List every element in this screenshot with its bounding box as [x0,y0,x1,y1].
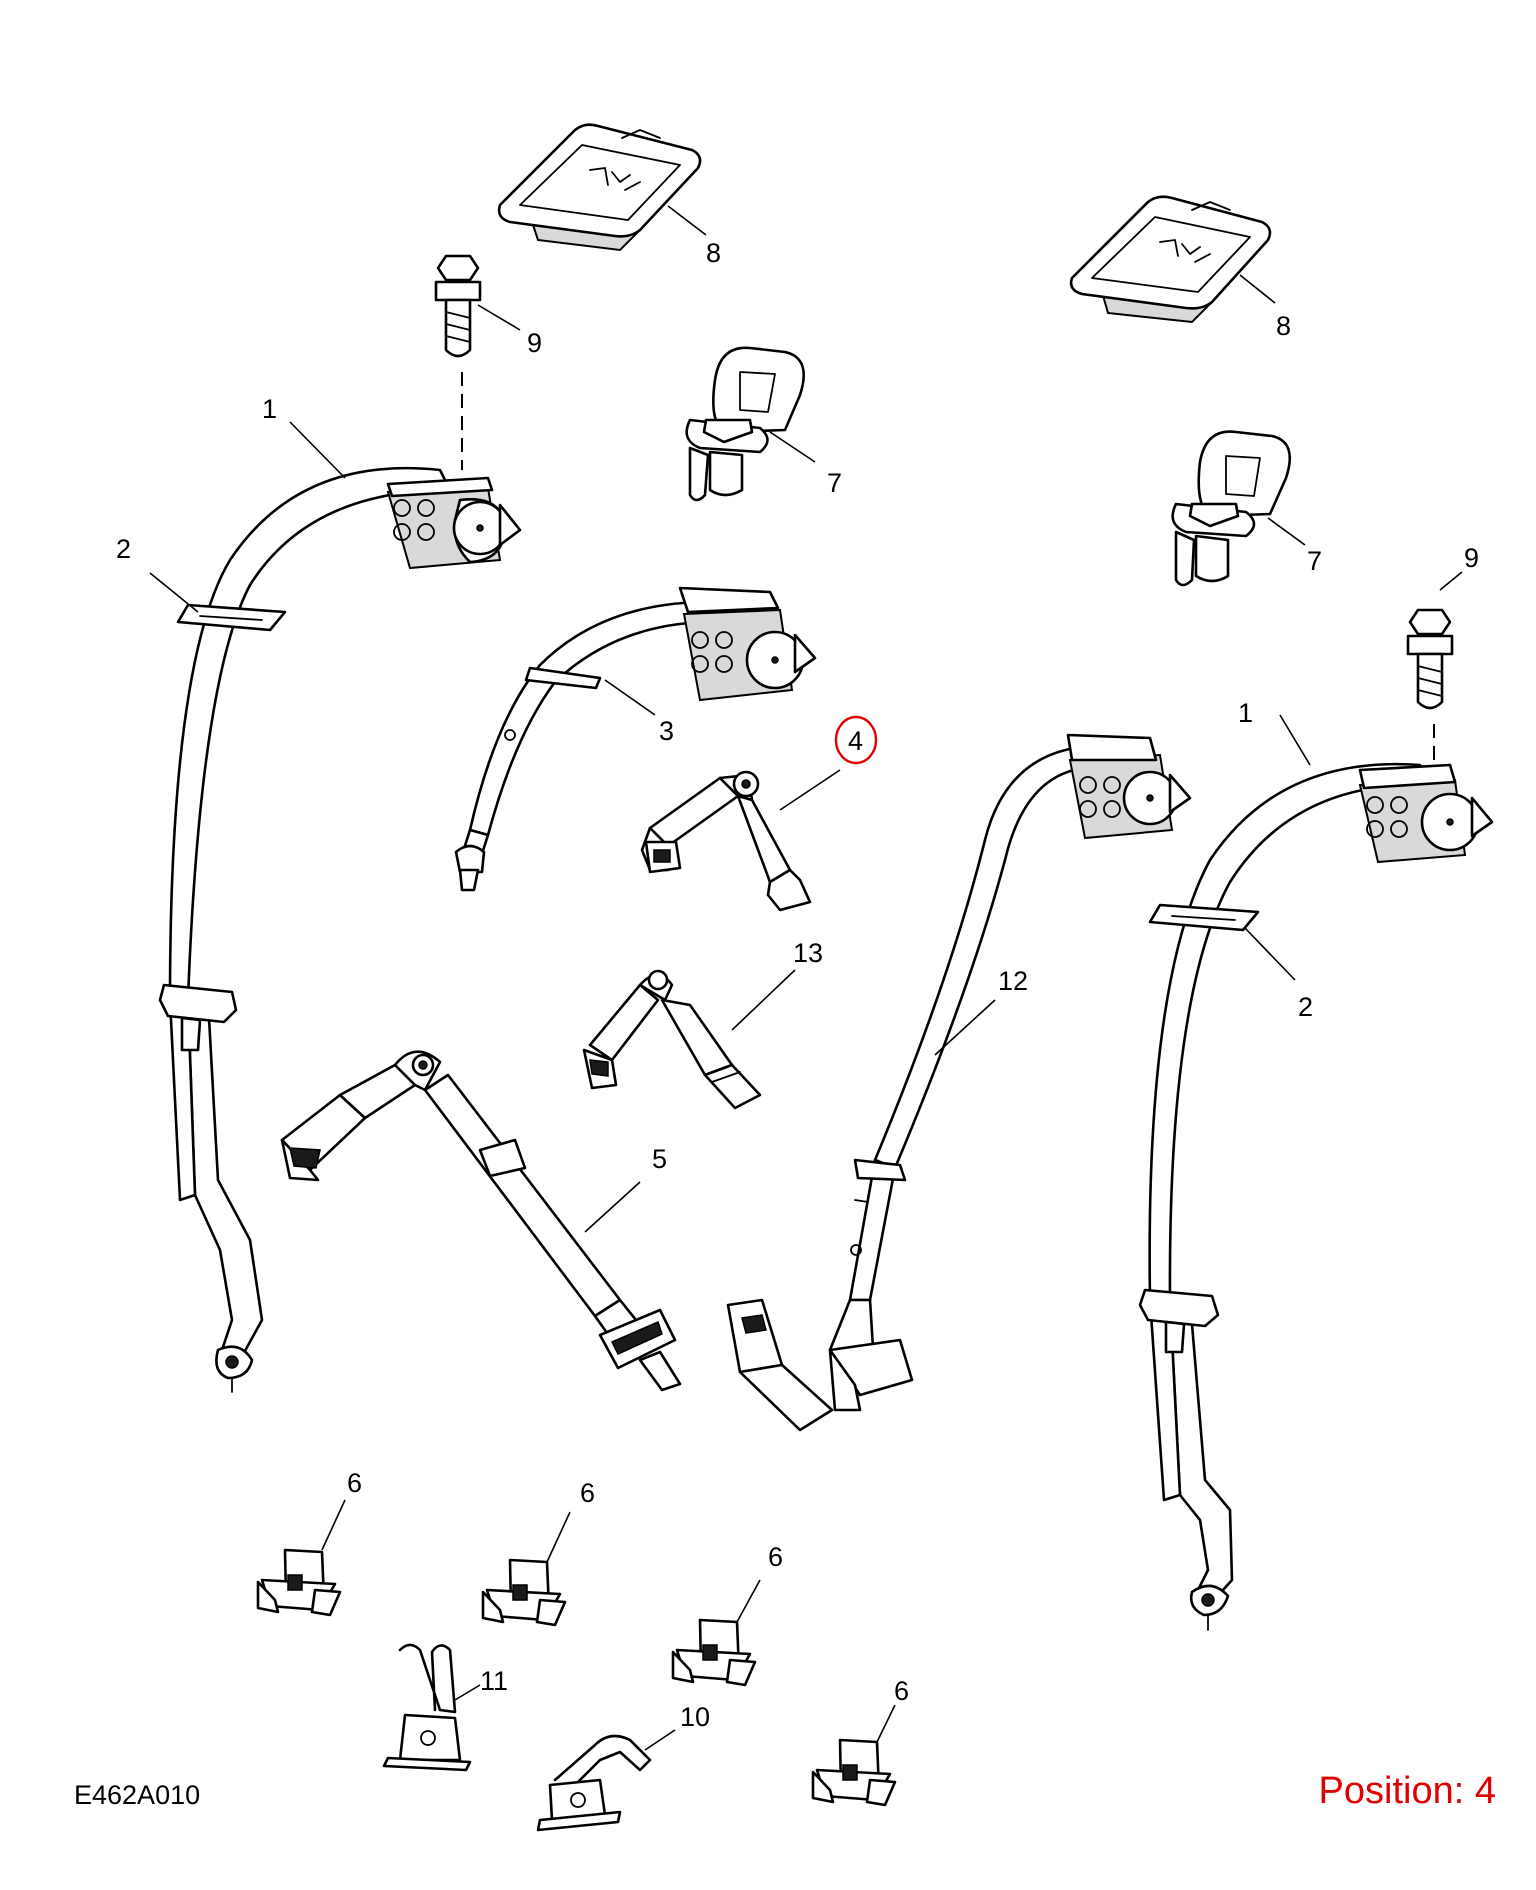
callout-7-left[interactable]: 7 [827,468,842,498]
part-10-bracket-clip[interactable] [536,1734,652,1832]
leader-lines [149,205,1463,1751]
part-5-centre-belt-tongue[interactable] [280,1050,682,1392]
part-1-seat-belt-left[interactable] [158,466,522,1393]
part-7-belt-guide-right[interactable] [1171,430,1291,587]
callout-1-right[interactable]: 1 [1238,698,1253,728]
part-6-nut-cage-b[interactable] [481,1558,567,1627]
part-6-nut-cage-a[interactable] [256,1548,342,1617]
callout-8-left[interactable]: 8 [706,238,721,268]
callout-13[interactable]: 13 [793,938,823,968]
callout-11[interactable]: 11 [480,1666,508,1696]
callout-6-b[interactable]: 6 [580,1478,595,1508]
part-6-nut-cage-d[interactable] [811,1738,897,1807]
callout-6-c[interactable]: 6 [768,1542,783,1572]
callout-8-right[interactable]: 8 [1276,311,1291,341]
part-6-nut-cage-c[interactable] [671,1618,757,1687]
part-8-trim-cover-right[interactable] [1069,195,1272,324]
position-indicator: Position: 4 [1318,1770,1496,1812]
part-2-belt-clip-left[interactable] [176,603,287,632]
part-13-centre-buckle[interactable] [582,969,762,1110]
part-2-belt-clip-right[interactable] [1148,903,1260,932]
part-7-belt-guide-left[interactable] [685,346,805,502]
callout-7-right[interactable]: 7 [1307,546,1322,576]
figure-code-label: E462A010 [74,1780,201,1810]
callout-6-d[interactable]: 6 [894,1676,909,1706]
callout-12[interactable]: 12 [998,966,1028,996]
highlight-ring-part-4 [834,715,878,765]
callout-1-left[interactable]: 1 [262,394,277,424]
part-3-centre-shoulder-belt[interactable] [454,586,817,892]
callout-9-right[interactable]: 9 [1464,543,1479,573]
callout-labels: 8 8 9 9 7 7 1 1 2 2 3 4 13 12 5 6 6 6 6 … [116,238,1479,1732]
callout-3[interactable]: 3 [659,716,674,746]
part-4-double-buckle[interactable] [640,770,812,912]
callout-2-left[interactable]: 2 [116,534,131,564]
callout-10[interactable]: 10 [680,1702,710,1732]
callout-4[interactable]: 4 [848,726,863,756]
callout-6-a[interactable]: 6 [347,1468,362,1498]
callout-9-left[interactable]: 9 [527,328,542,358]
part-8-trim-cover-left[interactable] [497,123,702,252]
part-9-bolt-left[interactable] [434,254,482,358]
part-12-lap-belt[interactable] [726,733,1192,1432]
callout-2-right[interactable]: 2 [1298,992,1313,1022]
part-9-bolt-right[interactable] [1406,608,1454,710]
part-11-spring-clip[interactable] [382,1643,472,1772]
callout-5[interactable]: 5 [652,1144,667,1174]
part-1-seat-belt-right[interactable] [1138,762,1494,1631]
